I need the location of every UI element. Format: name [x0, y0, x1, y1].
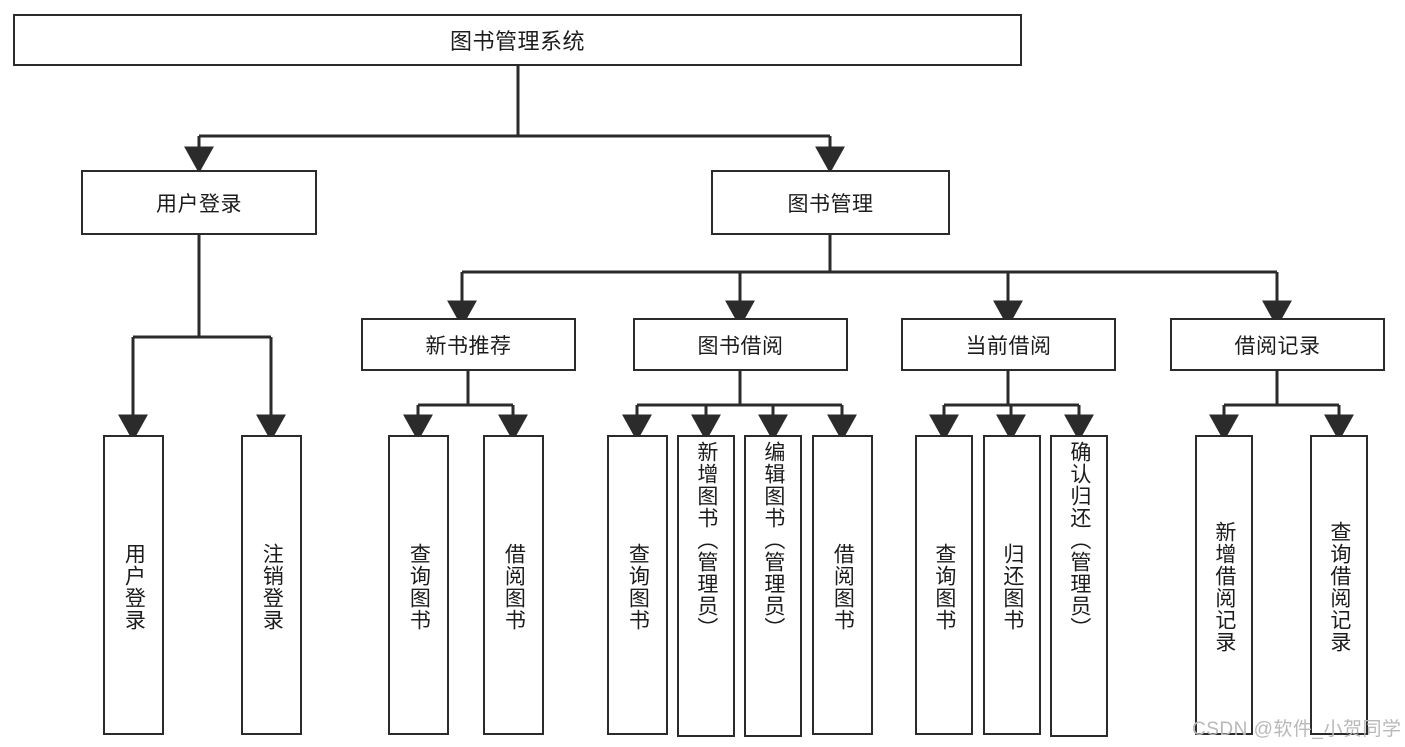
node-book-borrow[interactable]: 图书借阅	[633, 318, 848, 371]
leaf-label: 查询图书	[626, 543, 650, 631]
csdn-watermark: CSDN @软件_小贺同学	[1192, 719, 1402, 740]
leaf-query-book-borrow[interactable]: 查询图书	[607, 435, 668, 735]
leaf-label: 归还图书	[1000, 543, 1024, 631]
leaf-query-book-current[interactable]: 查询图书	[915, 435, 973, 735]
node-label: 当前借阅	[965, 334, 1052, 358]
node-label: 图书管理	[787, 192, 874, 216]
leaf-label: 查询借阅记录	[1327, 521, 1351, 653]
leaf-user-logout[interactable]: 注销登录	[241, 435, 302, 735]
node-label: 新书推荐	[425, 334, 512, 358]
node-label: 图书借阅	[697, 334, 784, 358]
leaf-label: 确认归还（管理员）	[1067, 441, 1091, 639]
node-new-book-recommend[interactable]: 新书推荐	[361, 318, 576, 371]
node-current-borrow[interactable]: 当前借阅	[901, 318, 1116, 371]
node-label: 图书管理系统	[449, 29, 585, 54]
leaf-edit-book-admin[interactable]: 编辑图书（管理员）	[744, 435, 802, 737]
node-label: 借阅记录	[1234, 334, 1321, 358]
leaf-borrow-book-recommend[interactable]: 借阅图书	[483, 435, 544, 735]
leaf-label: 注销登录	[260, 543, 284, 631]
node-borrow-record[interactable]: 借阅记录	[1170, 318, 1385, 371]
leaf-label: 编辑图书（管理员）	[761, 441, 785, 639]
leaf-user-login[interactable]: 用户登录	[103, 435, 164, 735]
leaf-return-book[interactable]: 归还图书	[983, 435, 1041, 735]
node-root-system[interactable]: 图书管理系统	[13, 14, 1022, 66]
leaf-label: 新增借阅记录	[1212, 521, 1236, 653]
leaf-label: 新增图书（管理员）	[694, 441, 718, 639]
leaf-add-borrow-record[interactable]: 新增借阅记录	[1195, 435, 1253, 735]
node-book-management[interactable]: 图书管理	[711, 170, 950, 235]
leaf-label: 借阅图书	[831, 543, 855, 631]
leaf-label: 用户登录	[122, 543, 146, 631]
leaf-borrow-book[interactable]: 借阅图书	[812, 435, 873, 735]
node-user-login[interactable]: 用户登录	[81, 170, 317, 235]
leaf-label: 借阅图书	[502, 543, 526, 631]
leaf-query-book-recommend[interactable]: 查询图书	[388, 435, 449, 735]
node-label: 用户登录	[156, 192, 242, 216]
leaf-add-book-admin[interactable]: 新增图书（管理员）	[677, 435, 735, 737]
leaf-label: 查询图书	[407, 543, 431, 631]
leaf-query-borrow-record[interactable]: 查询借阅记录	[1310, 435, 1368, 735]
leaf-label: 查询图书	[932, 543, 956, 631]
leaf-confirm-return-admin[interactable]: 确认归还（管理员）	[1050, 435, 1108, 737]
